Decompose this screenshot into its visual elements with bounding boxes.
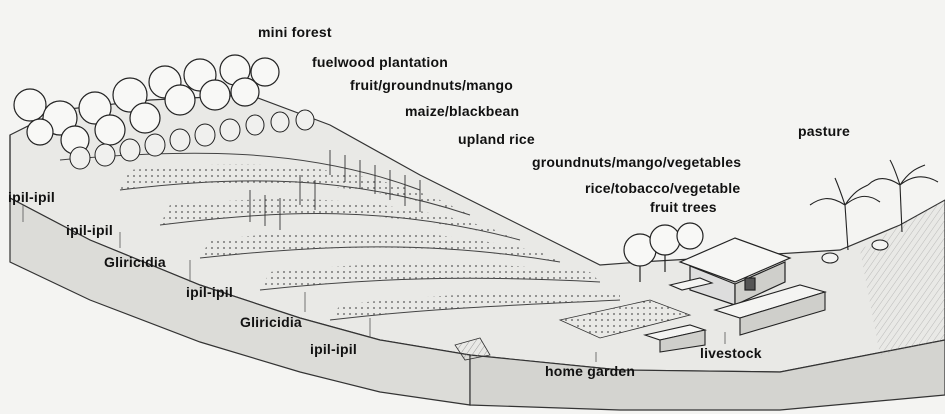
label-ipil-ipil-1: ipil-ipil: [8, 190, 55, 204]
label-ipil-ipil-3: ipil-ipil: [186, 285, 233, 299]
label-home-garden: home garden: [545, 364, 635, 378]
label-fruit-groundnuts-mango: fruit/groundnuts/mango: [350, 78, 513, 92]
label-gliricidia-2: Gliricidia: [240, 315, 302, 329]
label-ipil-ipil-4: ipil-ipil: [310, 342, 357, 356]
label-groundnuts-mango-vegetables: groundnuts/mango/vegetables: [532, 155, 741, 169]
label-upland-rice: upland rice: [458, 132, 535, 146]
label-gliricidia-1: Gliricidia: [104, 255, 166, 269]
label-maize-blackbean: maize/blackbean: [405, 104, 519, 118]
label-mini-forest: mini forest: [258, 25, 332, 39]
label-livestock: livestock: [700, 346, 762, 360]
label-rice-tobacco-vegetable: rice/tobacco/vegetable: [585, 181, 740, 195]
label-fruit-trees: fruit trees: [650, 200, 717, 214]
label-fuelwood-plantation: fuelwood plantation: [312, 55, 448, 69]
label-ipil-ipil-2: ipil-ipil: [66, 223, 113, 237]
label-pasture: pasture: [798, 124, 850, 138]
